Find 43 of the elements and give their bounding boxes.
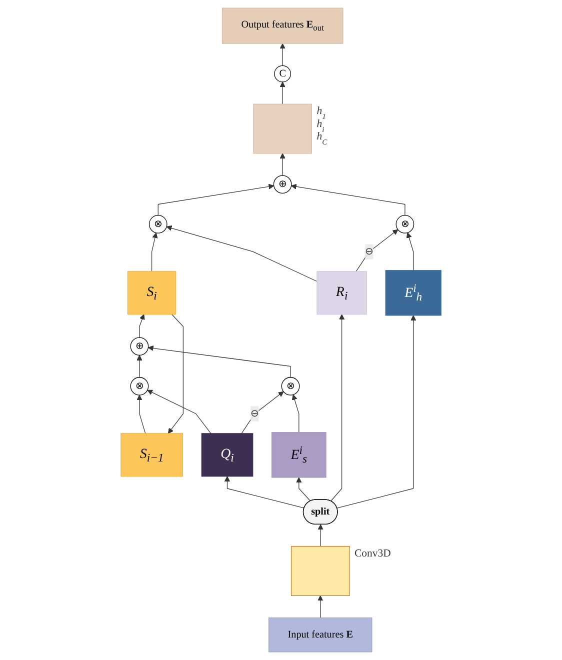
arrow [241, 391, 284, 434]
side-label: Conv3D [354, 547, 391, 560]
node-box [120, 433, 183, 477]
node-box [268, 617, 372, 652]
arrow [318, 524, 324, 547]
node-box [222, 8, 344, 44]
arrow [280, 153, 286, 176]
arrow [296, 477, 311, 502]
arrow [330, 314, 345, 502]
node-circle [130, 337, 149, 356]
arrow [166, 225, 318, 282]
arrow [406, 232, 414, 271]
edge-label: ⊖ [250, 408, 259, 419]
arrow [136, 355, 142, 378]
node-box [272, 432, 326, 478]
node-circle [130, 377, 149, 396]
arrow [158, 184, 274, 216]
arrow [147, 390, 212, 434]
arrow [148, 345, 291, 378]
arrow [280, 43, 286, 66]
arrow [292, 394, 300, 433]
arrow [336, 315, 416, 508]
node-circle [274, 65, 291, 82]
edge-label: ⊖ [365, 246, 374, 257]
arrow [280, 82, 286, 104]
arrow [168, 314, 184, 434]
node-box [385, 270, 442, 316]
node-circle [148, 215, 168, 234]
node-circle [273, 175, 292, 194]
arrow [356, 229, 398, 272]
node-box [127, 271, 176, 315]
node-box [290, 546, 350, 596]
arrow [139, 314, 145, 338]
node-circle [396, 215, 414, 234]
node-box [253, 104, 312, 154]
arrow [151, 232, 158, 272]
node-box [316, 271, 367, 315]
arrow [224, 476, 305, 508]
node-circle [281, 377, 300, 396]
arrow [291, 184, 406, 216]
node-box [201, 433, 254, 477]
arrow [136, 394, 146, 434]
arrow [318, 595, 324, 618]
